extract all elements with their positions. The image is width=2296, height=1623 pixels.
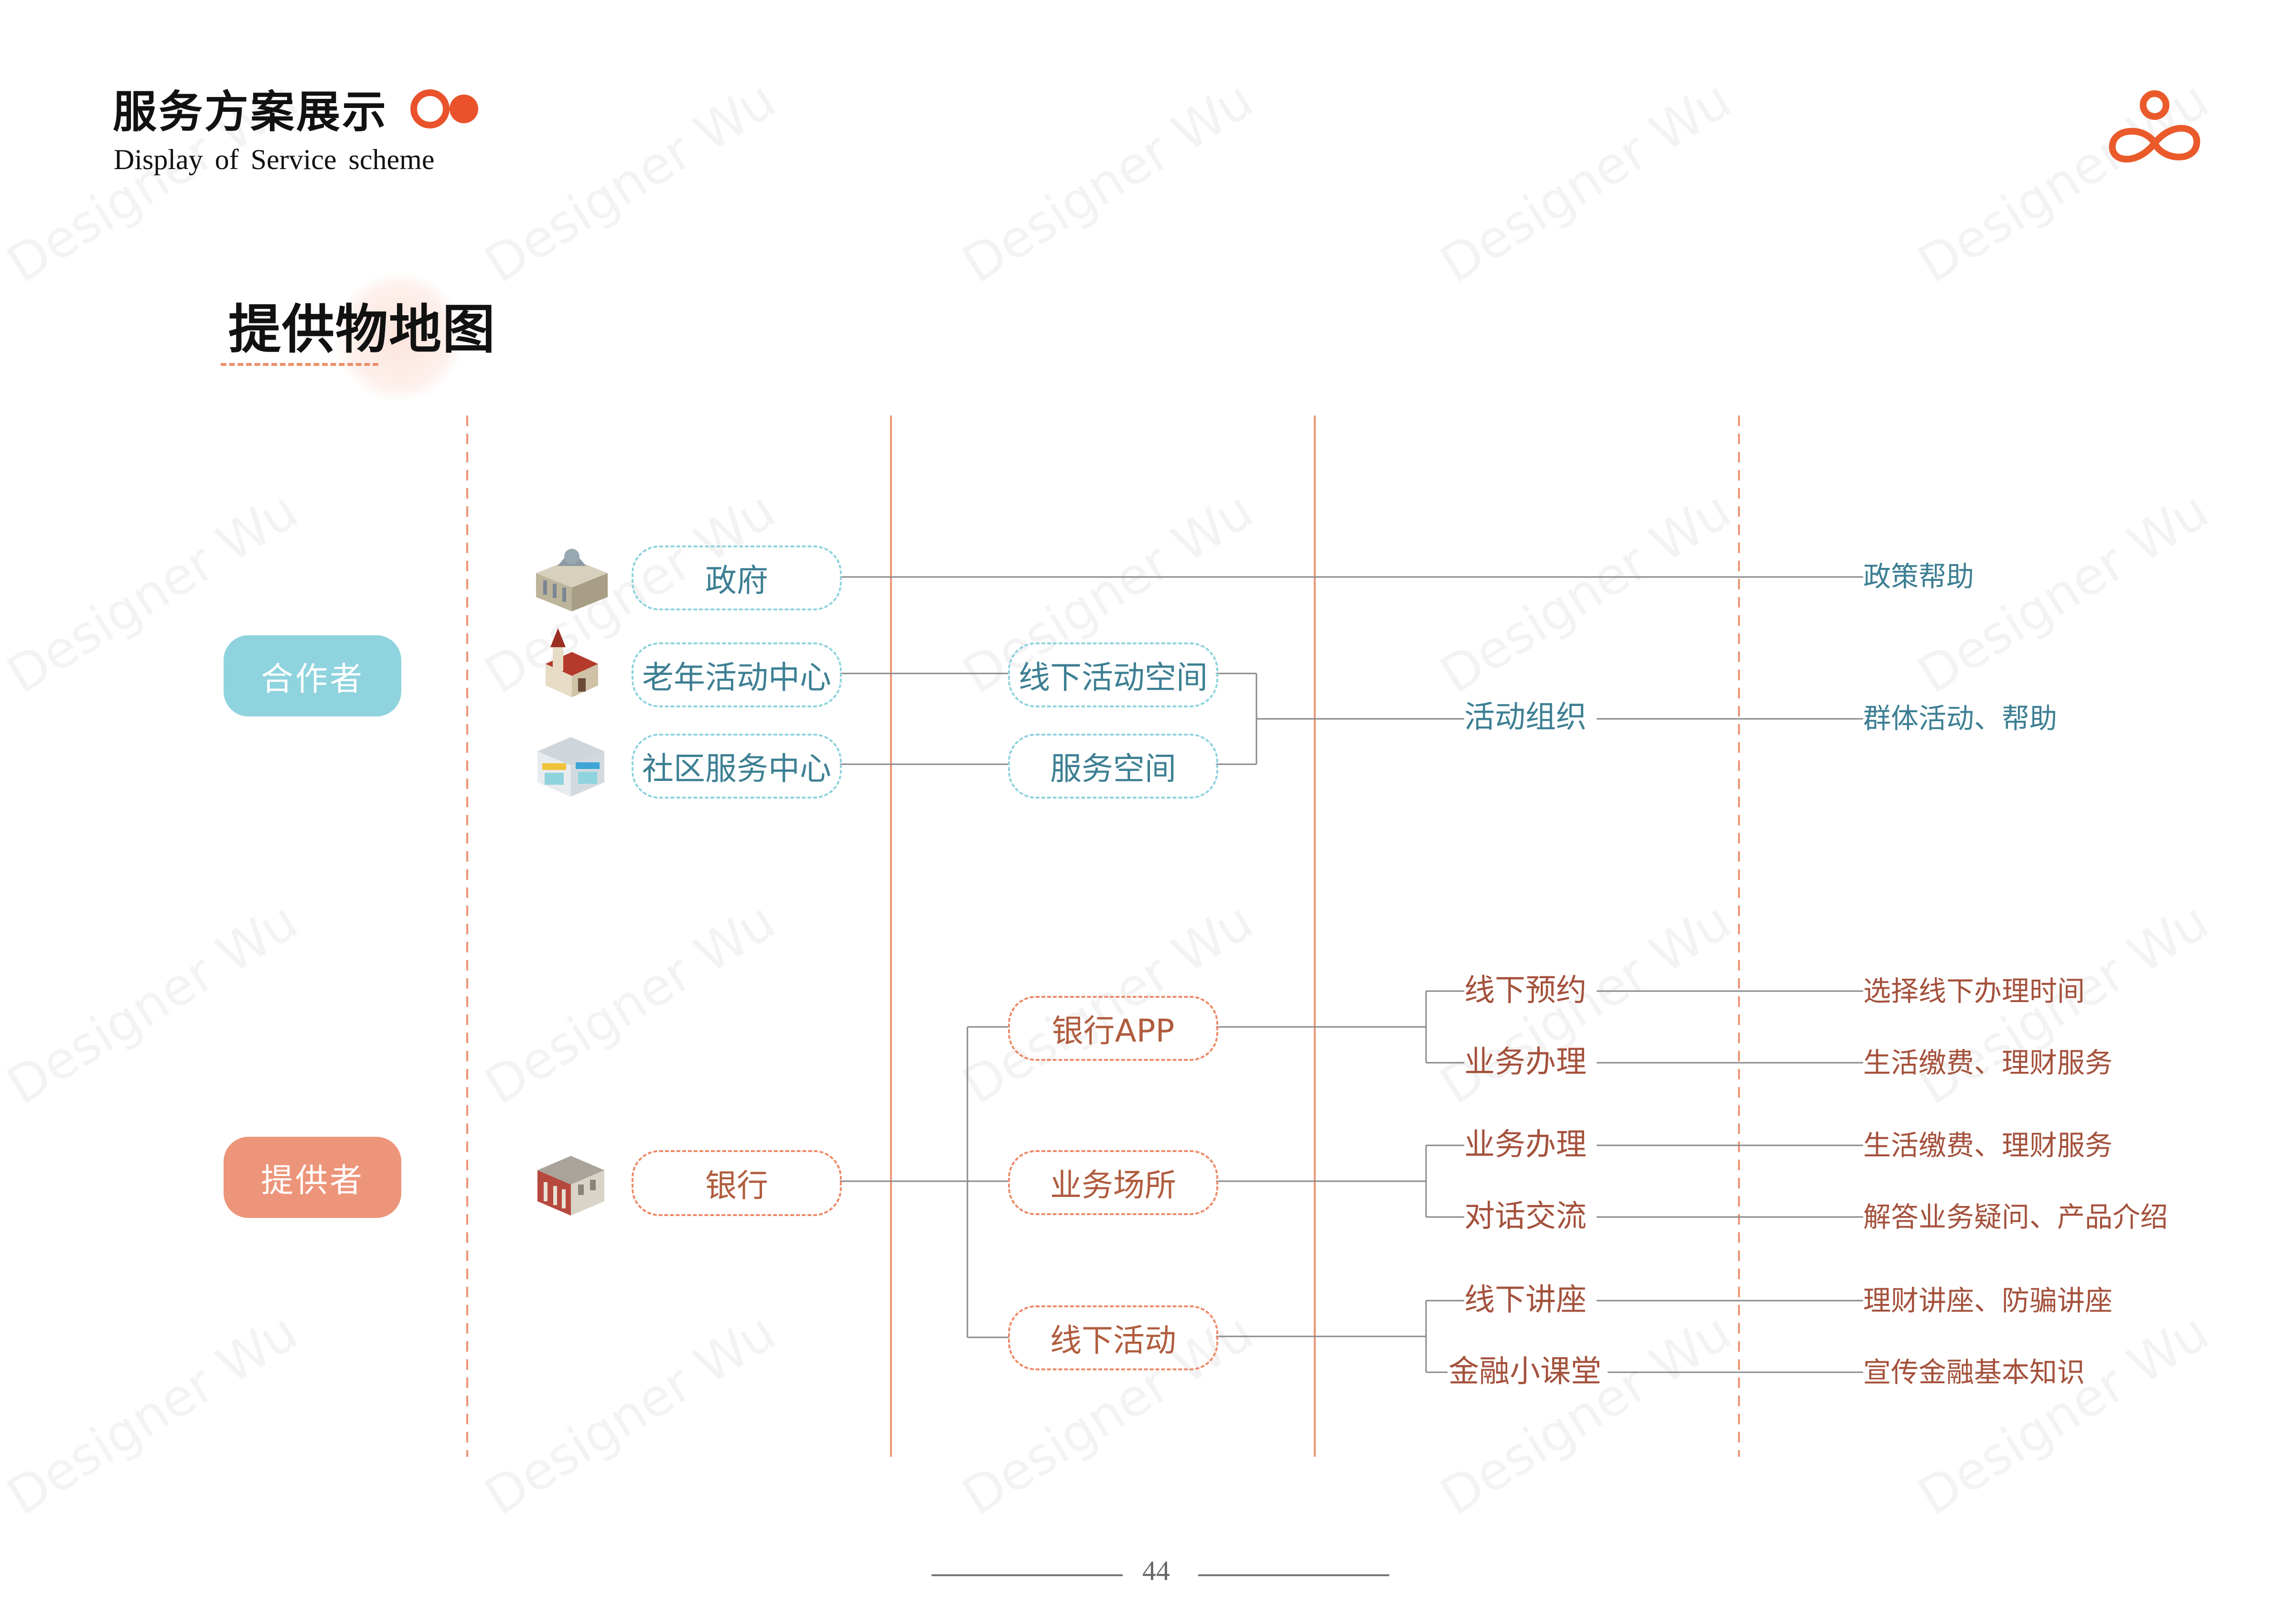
role-provider-pill: 提供者 <box>224 1137 401 1218</box>
section-title: 提供物地图 <box>228 299 496 360</box>
activity-organize: 活动组织 <box>1464 700 1587 735</box>
circles-icon <box>410 89 478 128</box>
community-store-icon <box>537 737 604 797</box>
title-highlight <box>334 272 463 401</box>
node-government-label: 政府 <box>705 562 768 599</box>
header-title: 服务方案展示 <box>113 86 388 138</box>
church-building-icon <box>546 628 598 697</box>
result-payment-finance-2: 生活缴费、理财服务 <box>1863 1129 2113 1162</box>
result-group-activity: 群体活动、帮助 <box>1863 702 2058 735</box>
result-policy-help: 政策帮助 <box>1863 560 1974 593</box>
activity-business-handling: 业务办理 <box>1464 1045 1587 1080</box>
node-business-venue-label: 业务场所 <box>1050 1167 1176 1204</box>
connectors <box>840 576 1863 1373</box>
activity-business-handling-2: 业务办理 <box>1464 1127 1587 1163</box>
node-offline-activity: 线下活动 <box>1008 1305 1218 1370</box>
result-answer-intro: 解答业务疑问、产品介绍 <box>1863 1201 2168 1233</box>
node-offline-activity-label: 线下活动 <box>1050 1322 1176 1359</box>
page-number: 44 <box>1142 1555 1170 1586</box>
title-underline <box>221 363 378 366</box>
activity-lecture: 线下讲座 <box>1464 1282 1587 1318</box>
activity-dialogue: 对话交流 <box>1464 1199 1587 1234</box>
bank-building-icon <box>537 1156 604 1216</box>
result-finance-knowledge: 宣传金融基本知识 <box>1863 1356 2085 1388</box>
activity-offline-booking: 线下预约 <box>1464 973 1587 1008</box>
activity-finance-class: 金融小课堂 <box>1448 1354 1601 1389</box>
government-building-icon <box>536 549 608 611</box>
result-payment-finance: 生活缴费、理财服务 <box>1863 1046 2113 1079</box>
node-bank-app-label: 银行APP <box>1051 1013 1175 1049</box>
node-bank: 银行 <box>632 1150 842 1216</box>
node-service-space: 服务空间 <box>1008 734 1218 799</box>
role-partner-pill: 合作者 <box>224 635 401 716</box>
column-dividers <box>466 416 1740 1457</box>
header-subtitle: Display of Service scheme <box>114 144 435 175</box>
node-community-center-label: 社区服务中心 <box>642 750 831 787</box>
brand-logo-icon <box>2109 90 2200 163</box>
node-bank-app: 银行APP <box>1008 996 1218 1061</box>
node-community-center: 社区服务中心 <box>632 734 842 799</box>
node-offline-space-label: 线下活动空间 <box>1019 659 1208 696</box>
node-senior-center: 老年活动中心 <box>632 642 842 707</box>
node-bank-label: 银行 <box>705 1167 768 1204</box>
node-offline-space: 线下活动空间 <box>1008 642 1218 707</box>
node-service-space-label: 服务空间 <box>1050 750 1176 787</box>
node-senior-center-label: 老年活动中心 <box>642 659 831 696</box>
node-government: 政府 <box>632 545 842 610</box>
node-business-venue: 业务场所 <box>1008 1150 1218 1215</box>
result-lectures: 理财讲座、防骗讲座 <box>1863 1284 2113 1317</box>
result-booking-time: 选择线下办理时间 <box>1863 975 2085 1007</box>
